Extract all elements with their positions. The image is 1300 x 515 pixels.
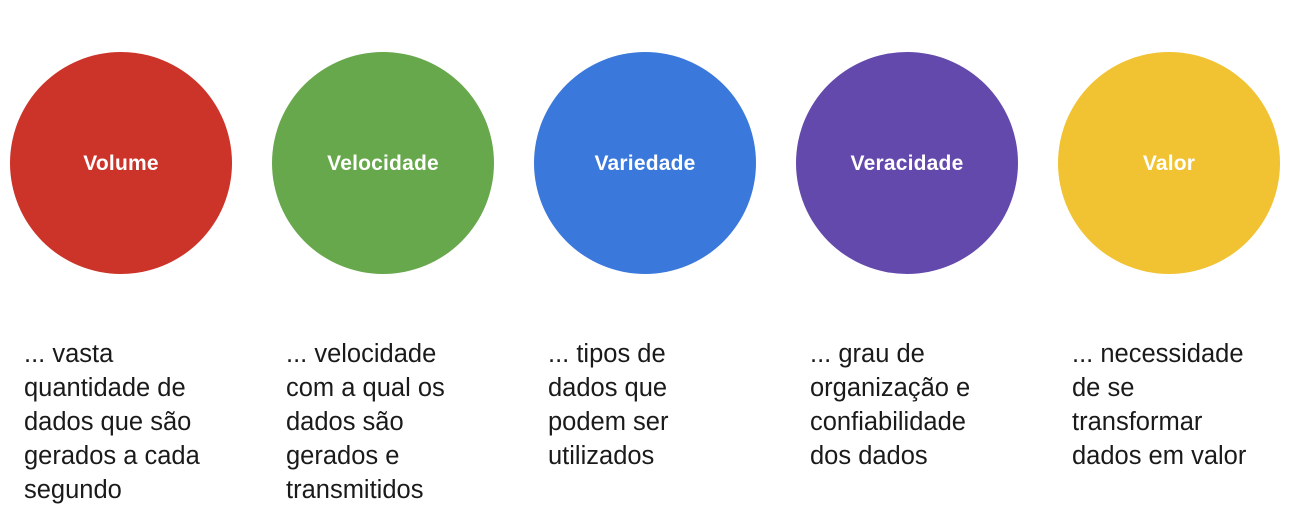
description-text-velocidade: ... velocidade com a qual os dados são g… <box>286 340 445 504</box>
description-text-variedade: ... tipos de dados que podem ser utiliza… <box>548 340 669 470</box>
description-text-veracidade: ... grau de organização e confiabilidade… <box>810 340 971 470</box>
circle-variedade[interactable]: Variedade <box>534 52 756 274</box>
circle-veracidade[interactable]: Veracidade <box>796 52 1018 274</box>
descriptions-row: ... vasta quantidade de dados que são ge… <box>24 337 1300 515</box>
description-text-volume: ... vasta quantidade de dados que são ge… <box>24 340 200 504</box>
description-text-valor: ... necessidade de se transformar dados … <box>1072 340 1247 470</box>
description-column-veracidade: ... grau de organização e confiabilidade… <box>810 337 1072 515</box>
circle-volume[interactable]: Volume <box>10 52 232 274</box>
description-column-velocidade: ... velocidade com a qual os dados são g… <box>286 337 548 515</box>
description-column-valor: ... necessidade de se transformar dados … <box>1072 337 1300 515</box>
circle-label-velocidade: Velocidade <box>327 151 439 175</box>
description-column-variedade: ... tipos de dados que podem ser utiliza… <box>548 337 810 515</box>
circle-label-variedade: Variedade <box>594 151 696 175</box>
circle-velocidade[interactable]: Velocidade <box>272 52 494 274</box>
circle-label-volume: Volume <box>83 151 159 175</box>
description-column-volume: ... vasta quantidade de dados que são ge… <box>24 337 286 515</box>
circles-row: Volume Velocidade Variedade Veracidade V… <box>10 52 1290 275</box>
circle-label-veracidade: Veracidade <box>850 151 964 175</box>
circle-label-valor: Valor <box>1142 151 1196 175</box>
circle-valor[interactable]: Valor <box>1058 52 1280 274</box>
